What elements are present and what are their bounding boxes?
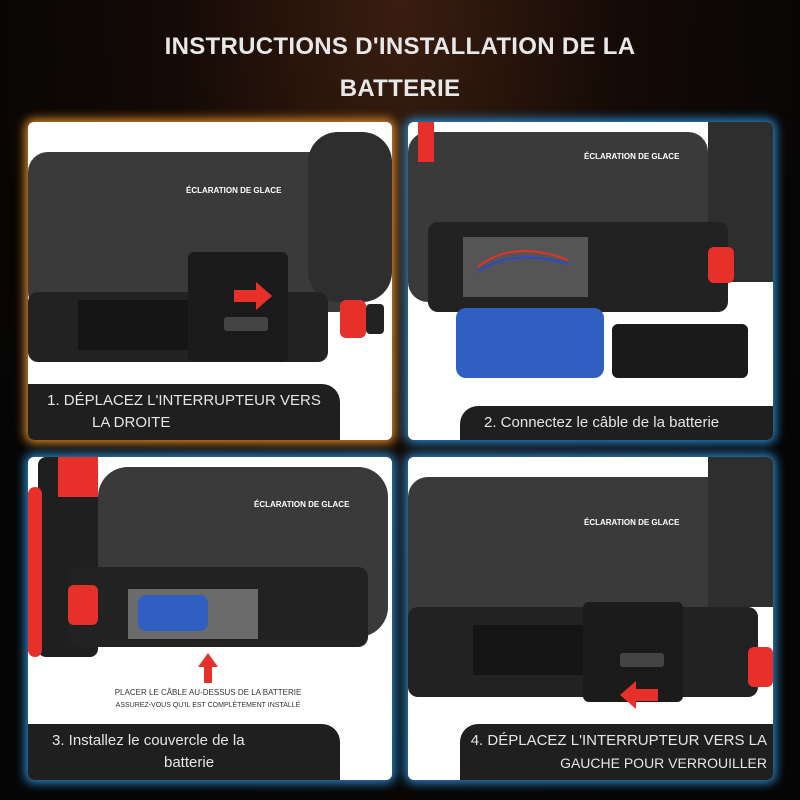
step-2-panel: ÉCLARATION DE GLACE 2. Connectez le câbl…: [408, 122, 773, 440]
arrow-left-icon: [620, 681, 658, 709]
blaster-image: [28, 457, 388, 683]
step-4-caption: 4. DÉPLACEZ L'INTERRUPTEUR VERS LA GAUCH…: [460, 724, 773, 780]
step-3-caption: 3. Installez le couvercle de la batterie: [28, 724, 340, 780]
step-1-panel: ÉCLARATION DE GLACE 1. DÉPLACEZ L'INTERR…: [28, 122, 392, 440]
step-3-panel: ÉCLARATION DE GLACE PLACER LE CÂBLE AU-D…: [28, 457, 392, 780]
brand-label: ÉCLARATION DE GLACE: [254, 500, 350, 509]
battery-image: [456, 308, 604, 378]
step-2-caption: 2. Connectez le câble de la batterie: [460, 406, 773, 440]
caption-line: GAUCHE POUR VERROUILLER: [560, 755, 767, 771]
caption-line: LA DROITE: [92, 414, 171, 431]
title-line-1: INSTRUCTIONS D'INSTALLATION DE LA: [164, 33, 636, 60]
blaster-image: [408, 122, 773, 378]
step-1-caption: 1. DÉPLACEZ L'INTERRUPTEUR VERS LA DROIT…: [28, 384, 340, 440]
caption-line: 4. DÉPLACEZ L'INTERRUPTEUR VERS LA: [470, 732, 767, 749]
blaster-image: [28, 132, 392, 362]
caption-line: 1. DÉPLACEZ L'INTERRUPTEUR VERS: [47, 392, 321, 409]
caption-line: batterie: [164, 754, 215, 771]
brand-label: ÉCLARATION DE GLACE: [584, 518, 680, 527]
arrow-right-icon: [234, 282, 272, 310]
brand-label: ÉCLARATION DE GLACE: [186, 186, 282, 195]
caption-line: 3. Installez le couvercle de la: [52, 732, 245, 749]
arrow-up-icon: [198, 653, 218, 683]
step-4-panel: ÉCLARATION DE GLACE 4. DÉPLACEZ L'INTERR…: [408, 457, 773, 780]
caption-line: 2. Connectez le câble de la batterie: [484, 414, 720, 431]
installation-note: PLACER LE CÂBLE AU-DESSUS DE LA BATTERIE…: [88, 686, 328, 712]
blaster-image: [408, 457, 773, 709]
battery-cover-image: [612, 324, 748, 378]
title-line-2: BATTERIE: [339, 75, 461, 102]
note-line: PLACER LE CÂBLE AU-DESSUS DE LA BATTERIE: [114, 688, 302, 697]
page-title: INSTRUCTIONS D'INSTALLATION DE LA BATTER…: [0, 26, 800, 110]
brand-label: ÉCLARATION DE GLACE: [584, 152, 680, 161]
note-line: ASSUREZ-VOUS QU'IL EST COMPLÈTEMENT INST…: [115, 702, 301, 709]
